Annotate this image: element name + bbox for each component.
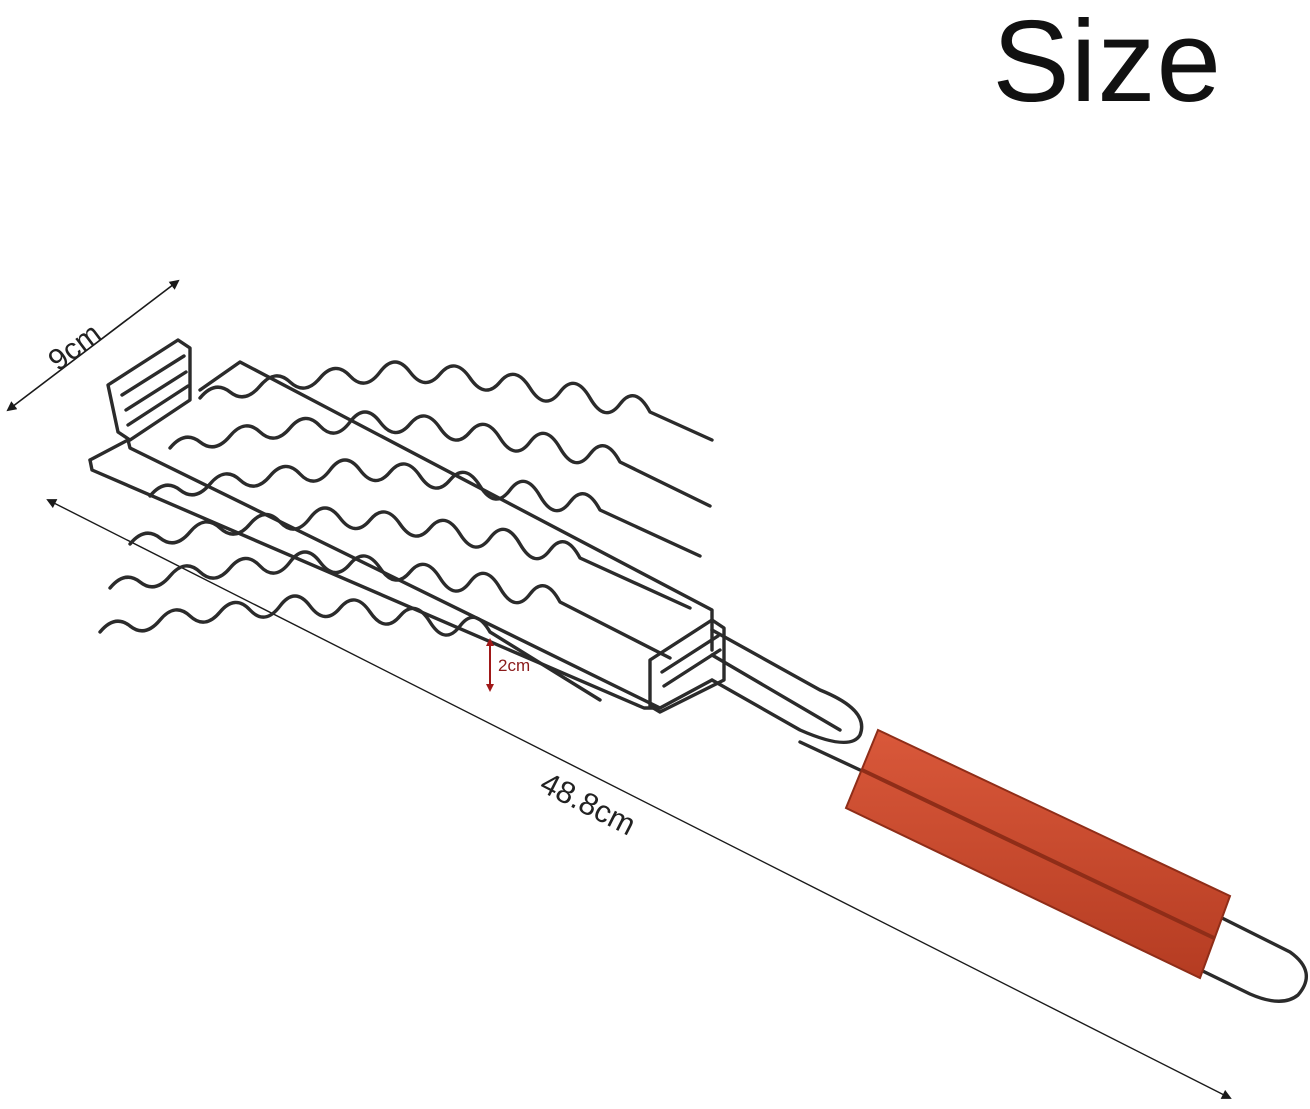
length-label: 48.8cm bbox=[535, 765, 641, 842]
basket-near-bar bbox=[660, 634, 720, 674]
width-label: 9cm bbox=[42, 317, 107, 377]
width-dimension: 9cm bbox=[6, 279, 180, 412]
handle-hang-loop bbox=[1178, 910, 1308, 1003]
wave-height-dimension: 2cm bbox=[486, 638, 530, 692]
grill-basket bbox=[88, 338, 1308, 1003]
length-dimension-line bbox=[46, 499, 1232, 1099]
basket-near-frame bbox=[648, 618, 726, 714]
length-dimension: 48.8cm bbox=[46, 499, 1232, 1099]
basket-end-bar bbox=[120, 354, 186, 397]
page-title: Size bbox=[992, 0, 1222, 126]
handle-loop-wire bbox=[710, 628, 864, 745]
basket-bottom-rail bbox=[88, 438, 714, 710]
basket-wave-wire-6 bbox=[98, 594, 602, 702]
basket-wave-wire-2 bbox=[168, 410, 712, 508]
basket-end-bar-2 bbox=[124, 370, 188, 412]
basket-wave-wire-5 bbox=[108, 550, 672, 660]
wooden-handle bbox=[844, 728, 1232, 980]
basket-wave-wire-4 bbox=[128, 506, 692, 610]
handle-seam bbox=[861, 768, 1215, 940]
wave-height-label: 2cm bbox=[498, 656, 530, 675]
basket-wave-wire-3 bbox=[148, 458, 702, 558]
width-dimension-line bbox=[6, 279, 180, 412]
handle-shaft-wire bbox=[798, 740, 862, 772]
basket-end-bar-3 bbox=[126, 384, 190, 427]
handle-inner-wire bbox=[710, 653, 842, 732]
basket-end-frame bbox=[106, 338, 192, 442]
basket-wave-wire-1 bbox=[198, 360, 714, 442]
